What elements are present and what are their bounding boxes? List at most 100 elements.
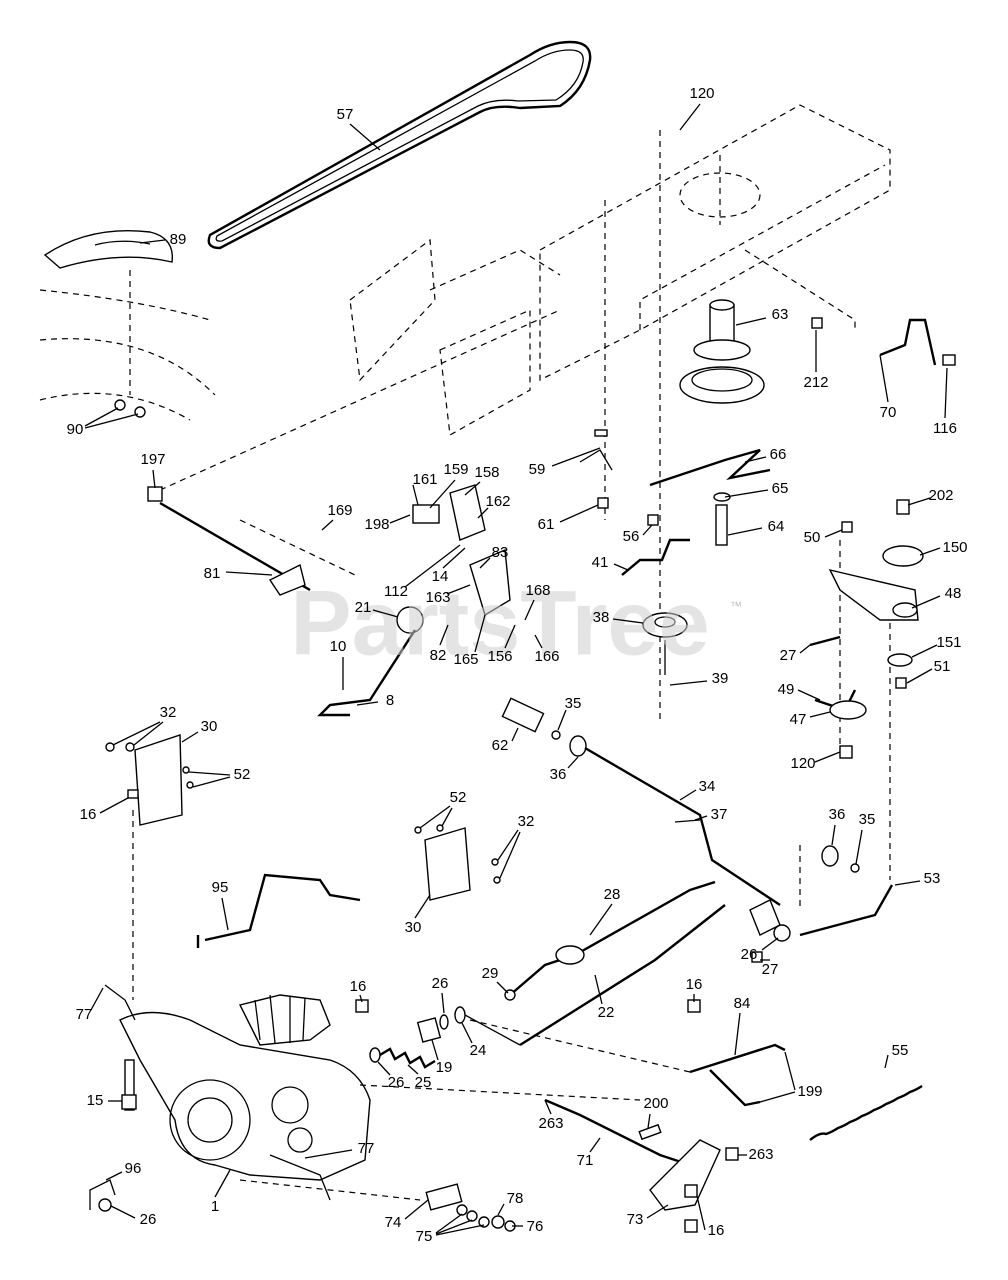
callout-198: 198 [364, 516, 389, 533]
drive-belt-57 [207, 40, 592, 250]
callout-70: 70 [880, 404, 897, 421]
callout-50: 50 [804, 529, 821, 546]
callout-14: 14 [432, 568, 449, 585]
brackets-30 [105, 734, 501, 1000]
callout-48: 48 [945, 585, 962, 602]
callout-32b: 32 [518, 813, 535, 830]
callout-30a: 30 [201, 718, 218, 735]
pedal-pad-89 [39, 229, 216, 421]
callout-73: 73 [627, 1211, 644, 1228]
callout-26a: 26 [741, 946, 758, 963]
callout-63: 63 [772, 306, 789, 323]
callout-22: 22 [598, 1004, 615, 1021]
callout-53: 53 [924, 870, 941, 887]
callout-165: 165 [453, 651, 478, 668]
callout-200: 200 [643, 1095, 668, 1112]
callout-37: 37 [711, 806, 728, 823]
callout-120b: 120 [790, 755, 815, 772]
callout-15: 15 [87, 1092, 104, 1109]
callout-202: 202 [928, 487, 953, 504]
callout-36a: 36 [550, 766, 567, 783]
callout-55: 55 [892, 1042, 909, 1059]
callout-159: 159 [443, 461, 468, 478]
callout-51: 51 [934, 658, 951, 675]
callout-162: 162 [485, 493, 510, 510]
callout-263b: 263 [748, 1146, 773, 1163]
callout-52a: 52 [234, 766, 251, 783]
callout-26c: 26 [388, 1074, 405, 1091]
watermark: PartsTree [290, 572, 709, 674]
callout-158: 158 [474, 464, 499, 481]
callout-163: 163 [425, 589, 450, 606]
callout-30b: 30 [405, 919, 422, 936]
callout-21: 21 [355, 599, 372, 616]
callout-120a: 120 [689, 85, 714, 102]
callout-labels: 57 120 89 63 212 70 116 90 197 161 159 1… [67, 85, 968, 1245]
callout-32a: 32 [160, 704, 177, 721]
callout-39: 39 [712, 670, 729, 687]
callout-64: 64 [768, 518, 785, 535]
tractor-frame [159, 104, 891, 910]
callout-16c: 16 [686, 976, 703, 993]
callout-52b: 52 [450, 789, 467, 806]
callout-76: 76 [527, 1218, 544, 1235]
callout-71: 71 [577, 1152, 594, 1169]
callout-24: 24 [470, 1042, 487, 1059]
callout-27a: 27 [780, 647, 797, 664]
callout-19: 19 [436, 1059, 453, 1076]
callout-81: 81 [204, 565, 221, 582]
watermark-trademark: ™ [730, 599, 742, 613]
callout-47: 47 [790, 711, 807, 728]
callout-49: 49 [778, 681, 795, 698]
callout-95: 95 [212, 879, 229, 896]
callout-16b: 16 [350, 978, 367, 995]
callout-25: 25 [415, 1074, 432, 1091]
callout-28: 28 [604, 886, 621, 903]
callout-38: 38 [593, 609, 610, 626]
callout-27b: 27 [762, 961, 779, 978]
callout-89: 89 [170, 231, 187, 248]
callout-116: 116 [933, 420, 957, 437]
linkage-hardware [89, 999, 923, 1233]
hardware [114, 317, 956, 759]
callout-112: 112 [384, 583, 408, 600]
callout-29: 29 [482, 965, 499, 982]
callout-83: 83 [492, 544, 509, 561]
callout-212: 212 [803, 374, 828, 391]
callout-59: 59 [529, 461, 546, 478]
callout-57: 57 [337, 106, 354, 123]
callout-61: 61 [538, 516, 555, 533]
transaxle-1 [104, 984, 371, 1201]
callout-156: 156 [487, 648, 512, 665]
callout-166: 166 [534, 648, 559, 665]
callout-56: 56 [623, 528, 640, 545]
callout-150: 150 [942, 539, 967, 556]
callout-10: 10 [330, 638, 347, 655]
callout-35a: 35 [565, 695, 582, 712]
callout-62: 62 [492, 737, 509, 754]
callout-90: 90 [67, 421, 84, 438]
shift-rod-34 [501, 697, 894, 963]
callout-66: 66 [770, 446, 787, 463]
spindle-pulley-63 [679, 299, 765, 546]
callout-16d: 16 [708, 1222, 725, 1239]
rods-28-22 [504, 880, 726, 1047]
callout-36b: 36 [829, 806, 846, 823]
callout-65: 65 [772, 480, 789, 497]
callout-84: 84 [734, 995, 751, 1012]
callout-82: 82 [430, 647, 447, 664]
callout-35b: 35 [859, 811, 876, 828]
callout-96: 96 [125, 1160, 142, 1177]
callout-26d: 26 [140, 1211, 157, 1228]
callout-8: 8 [386, 692, 394, 709]
callout-199: 199 [797, 1083, 822, 1100]
callout-161: 161 [412, 471, 437, 488]
bypass-rod-95 [196, 873, 361, 948]
callout-77b: 77 [358, 1140, 375, 1157]
callout-75: 75 [416, 1228, 433, 1245]
callout-34: 34 [699, 778, 716, 795]
callout-26b: 26 [432, 975, 449, 992]
callout-78: 78 [507, 1190, 524, 1207]
callout-151: 151 [936, 634, 961, 651]
